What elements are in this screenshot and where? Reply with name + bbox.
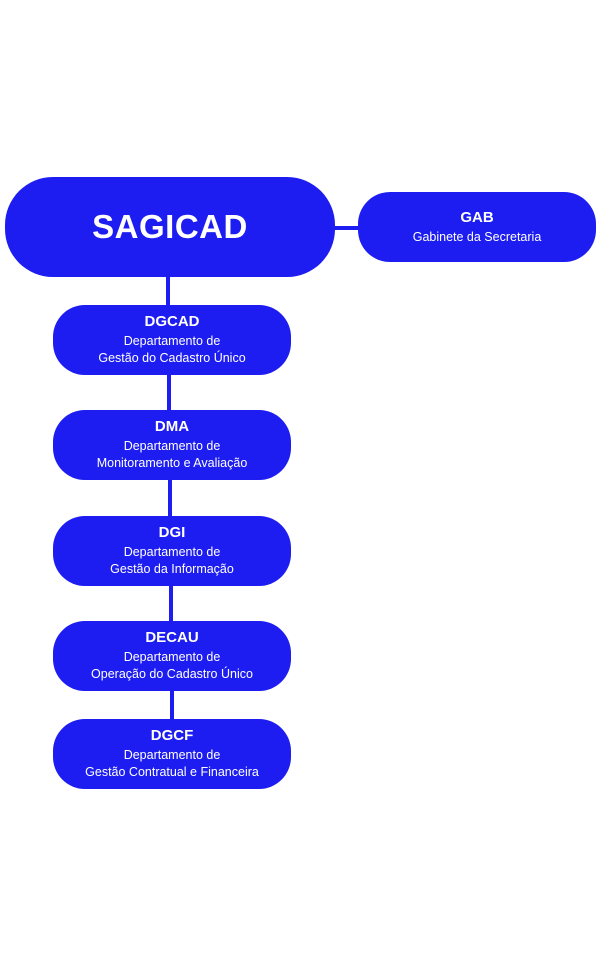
- dept-abbr: DGI: [158, 524, 186, 541]
- dept-node-dgcad: DGCAD Departamento de Gestão do Cadastro…: [53, 305, 291, 375]
- dept-desc-line1: Departamento de: [123, 334, 221, 348]
- gab-node: GAB Gabinete da Secretaria: [358, 192, 596, 262]
- root-node: SAGICAD: [5, 177, 335, 277]
- dept-desc-line1: Departamento de: [123, 439, 221, 453]
- dept-desc-line2: Gestão da Informação: [110, 562, 234, 576]
- root-title: SAGICAD: [92, 208, 248, 245]
- dept-desc-line2: Gestão do Cadastro Único: [98, 351, 246, 365]
- dept-desc-line1: Departamento de: [123, 545, 221, 559]
- connector-vertical-2: [167, 372, 171, 412]
- dept-abbr: DGCF: [150, 727, 194, 744]
- dept-node-dgcf: DGCF Departamento de Gestão Contratual e…: [53, 719, 291, 789]
- dept-desc-line1: Departamento de: [123, 748, 221, 762]
- dept-node-dgi: DGI Departamento de Gestão da Informação: [53, 516, 291, 586]
- gab-desc: Gabinete da Secretaria: [412, 229, 542, 244]
- connector-vertical-1: [166, 275, 170, 307]
- dept-desc-line2: Operação do Cadastro Único: [91, 667, 253, 681]
- dept-abbr: DECAU: [145, 629, 199, 646]
- dept-abbr: DMA: [154, 418, 190, 435]
- connector-vertical-3: [168, 478, 172, 518]
- connector-root-gab: [333, 226, 360, 230]
- dept-desc-line2: Gestão Contratual e Financeira: [85, 765, 259, 779]
- connector-vertical-5: [170, 688, 174, 721]
- gab-abbr: GAB: [460, 208, 494, 226]
- dept-desc-line2: Monitoramento e Avaliação: [96, 456, 248, 470]
- dept-node-decau: DECAU Departamento de Operação do Cadast…: [53, 621, 291, 691]
- connector-vertical-4: [169, 583, 173, 623]
- dept-abbr: DGCAD: [144, 313, 200, 330]
- dept-node-dma: DMA Departamento de Monitoramento e Aval…: [53, 410, 291, 480]
- dept-desc-line1: Departamento de: [123, 650, 221, 664]
